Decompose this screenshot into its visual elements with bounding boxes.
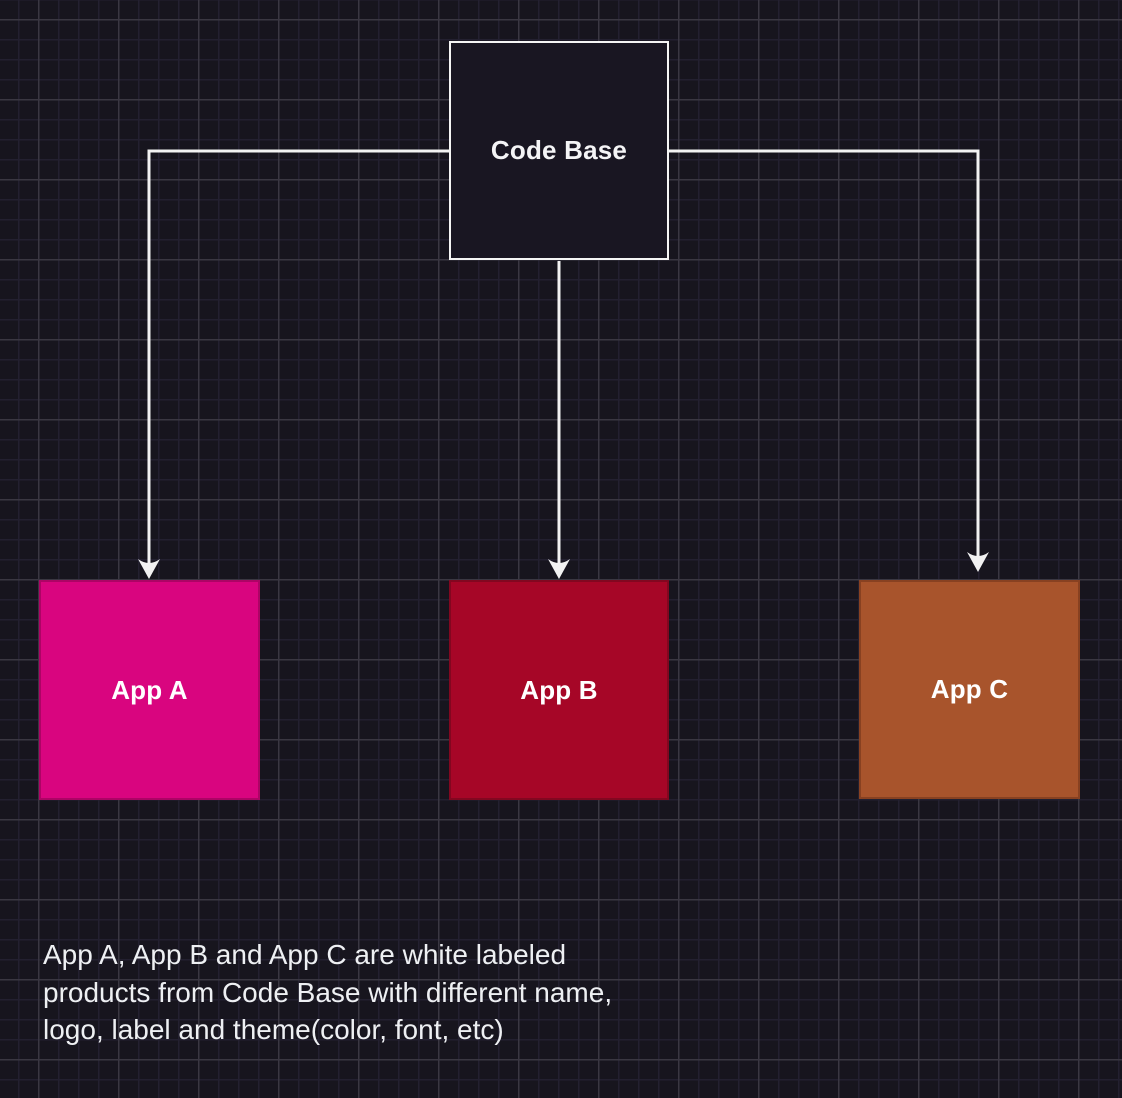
caption-line: App A, App B and App C are white labeled (43, 939, 567, 970)
node-app-b-label: App B (520, 674, 598, 705)
arrowhead-app-b (548, 559, 570, 579)
connector-code-base-to-app-a (147, 149, 449, 563)
node-app-b[interactable]: App B (449, 580, 669, 800)
node-app-c[interactable]: App C (859, 580, 1080, 799)
node-app-c-label: App C (930, 674, 1009, 704)
arrowhead-app-a (138, 559, 160, 579)
node-code-base[interactable]: Code Base (449, 41, 669, 260)
arrowhead-app-c (967, 552, 989, 572)
node-app-a[interactable]: App A (39, 580, 260, 800)
connector-code-base-to-app-c (669, 149, 980, 556)
caption: App A, App B and App C are white labeled… (43, 936, 612, 1049)
node-code-base-label: Code Base (490, 135, 628, 165)
caption-line: logo, label and theme(color, font, etc) (43, 1014, 504, 1045)
caption-line: products from Code Base with different n… (43, 976, 613, 1008)
node-app-a-label: App A (111, 674, 188, 705)
